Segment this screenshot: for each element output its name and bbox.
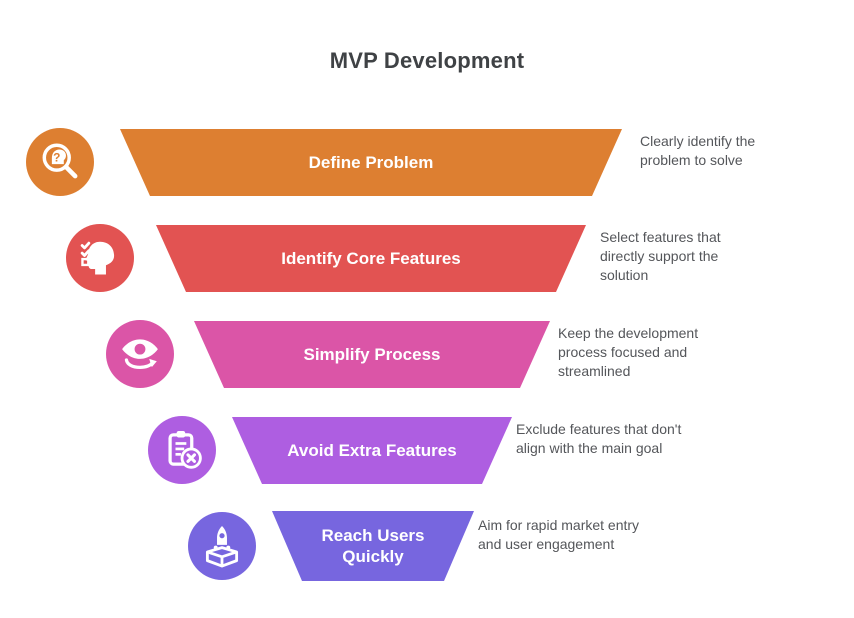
step-description: Keep the development process focused and… bbox=[558, 325, 699, 379]
funnel-bar-label: Avoid Extra Features bbox=[287, 440, 457, 460]
step-icon-badge bbox=[148, 416, 216, 484]
step-description: Aim for rapid market entry and user enga… bbox=[478, 517, 640, 552]
rocket-launch-icon bbox=[205, 525, 239, 568]
step-icon-badge bbox=[66, 224, 134, 292]
step-icon-badge bbox=[188, 512, 256, 580]
step-icon-badge: ? bbox=[26, 128, 94, 196]
funnel-bar-label: Identify Core Features bbox=[281, 248, 461, 268]
step-description: Select features that directly support th… bbox=[600, 229, 721, 283]
head-checklist-icon bbox=[80, 241, 115, 275]
funnel-bar-define-problem: Define Problem bbox=[120, 129, 622, 196]
funnel-bar-label: Define Problem bbox=[308, 152, 434, 172]
funnel-bar-label: Simplify Process bbox=[303, 344, 441, 364]
funnel-bar-identify-core-features: Identify Core Features bbox=[156, 225, 586, 292]
funnel-bar-simplify-process: Simplify Process bbox=[194, 321, 550, 388]
page-title: MVP Development bbox=[329, 48, 525, 73]
step-description: Exclude features that don't align with t… bbox=[516, 421, 682, 456]
eye-rotation-icon bbox=[122, 339, 158, 369]
step-icon-badge bbox=[106, 320, 174, 388]
magnifier-question-head-icon: ? bbox=[42, 143, 78, 179]
step-description: Clearly identify the problem to solve bbox=[640, 133, 756, 168]
funnel-bar-label: Reach Users Quickly bbox=[321, 525, 425, 566]
funnel-bar-avoid-extra-features: Avoid Extra Features bbox=[232, 417, 512, 484]
funnel-bar-reach-users-quickly: Reach Users Quickly bbox=[272, 511, 474, 581]
clipboard-x-icon bbox=[168, 431, 202, 469]
svg-text:?: ? bbox=[53, 150, 60, 164]
